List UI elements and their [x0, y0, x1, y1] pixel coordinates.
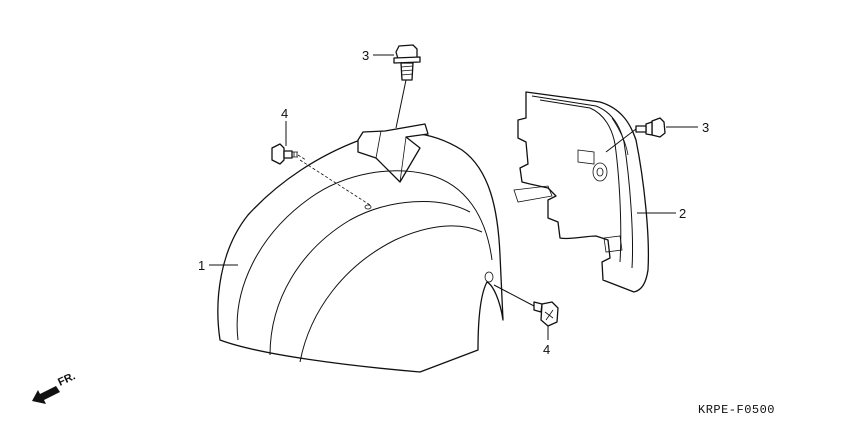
front-direction-arrow-icon: FR. — [32, 370, 77, 404]
callout-leaders — [209, 54, 698, 340]
callout-4-bottom: 4 — [543, 342, 550, 357]
direction-label: FR. — [56, 370, 77, 388]
callout-4-left: 4 — [281, 106, 288, 121]
screw-bottom — [493, 284, 559, 327]
front-fender — [217, 123, 504, 373]
callout-3-top: 3 — [362, 48, 369, 63]
diagram-code: KRPE-F0500 — [698, 403, 775, 417]
bolt-top — [393, 44, 421, 129]
callout-2: 2 — [679, 206, 686, 221]
inner-cover — [513, 91, 650, 293]
bolt-right — [605, 117, 666, 153]
callout-3-right: 3 — [702, 120, 709, 135]
callout-1: 1 — [198, 258, 205, 273]
screw-left — [271, 143, 307, 165]
